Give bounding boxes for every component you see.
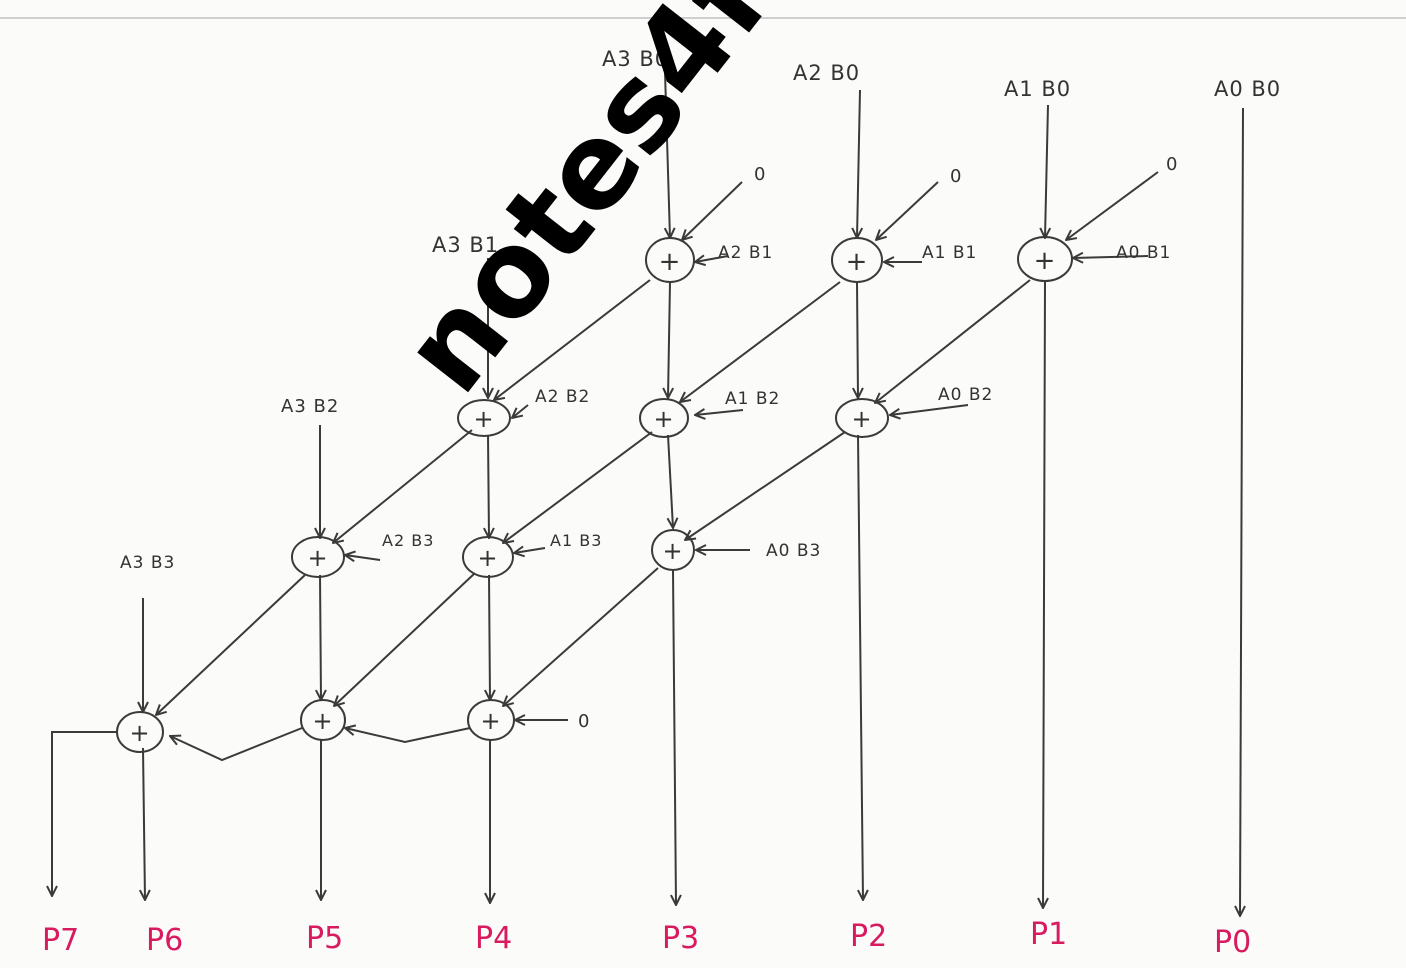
- label-a3b1: A3 B1: [432, 233, 499, 257]
- wire-c0-r3r4: [489, 574, 490, 700]
- label-a3b2: A3 B2: [281, 396, 339, 417]
- svg-text:+: +: [477, 544, 498, 572]
- wire-c5-r3r4: [320, 574, 321, 700]
- wire-a2b0: [857, 89, 860, 238]
- wire-p1: [1043, 281, 1045, 908]
- wire-c1-r1r2: [668, 281, 670, 398]
- wire-a0b2: [890, 404, 969, 415]
- label-a1b3: A1 B3: [550, 531, 602, 550]
- label-a0b2: A0 B2: [938, 385, 993, 405]
- carry-r1c3: [875, 279, 1031, 403]
- wire-a1b0: [1045, 104, 1048, 238]
- label-a1b2: A1 B2: [725, 389, 780, 409]
- wire-a1b2: [695, 410, 744, 415]
- wire-p0: [1240, 107, 1243, 916]
- output-p4: P4: [475, 921, 512, 956]
- adder-r2-c3: +: [835, 398, 889, 438]
- adder-r3-c2: +: [462, 536, 514, 578]
- wire-a3b0: [665, 71, 670, 238]
- adder-r2-c2: +: [639, 398, 689, 438]
- adder-r3-c1: +: [291, 536, 345, 578]
- carry-r2c2: [503, 431, 653, 543]
- output-p1: P1: [1030, 917, 1067, 952]
- carry-r1c1: [494, 279, 651, 400]
- svg-text:+: +: [312, 707, 333, 735]
- wire-a2b1: [695, 256, 729, 262]
- wire-c2-r1r2: [857, 281, 858, 398]
- svg-text:+: +: [846, 247, 869, 277]
- watermark: notes4free...: [375, 0, 1012, 417]
- carry-r4c3: [345, 728, 471, 744]
- svg-text:+: +: [653, 405, 674, 433]
- svg-text:+: +: [662, 537, 683, 565]
- svg-text:+: +: [129, 719, 150, 747]
- carry-r3c1: [156, 574, 306, 715]
- adder-r2-c1: +: [457, 399, 511, 437]
- carry-r4c2: [170, 727, 303, 762]
- label-a2b3: A2 B3: [382, 531, 434, 550]
- carry-r2c3: [685, 431, 846, 540]
- label-a0b1: A0 B1: [1116, 243, 1171, 263]
- label-a0b0: A0 B0: [1214, 77, 1281, 101]
- label-a2b1: A2 B1: [718, 243, 773, 263]
- label-a1b1: A1 B1: [922, 243, 977, 263]
- output-p2: P2: [850, 919, 887, 954]
- wire-a2b2: [512, 404, 529, 418]
- wire-a1b3: [514, 548, 546, 553]
- wire-c1-r2r3: [668, 434, 673, 528]
- adder-r4-c1: +: [116, 711, 164, 753]
- svg-text:+: +: [1034, 246, 1057, 276]
- adder-r4-c2: +: [300, 699, 346, 741]
- wire-p2: [857, 434, 863, 900]
- label-a2b2: A2 B2: [535, 387, 590, 407]
- wire-p7: [52, 731, 118, 896]
- svg-text:+: +: [851, 405, 872, 433]
- adder-r1-c1: +: [645, 237, 695, 283]
- label-zero-4: 0: [578, 711, 589, 732]
- carry-r3c3: [503, 567, 659, 706]
- label-a1b0: A1 B0: [1004, 77, 1071, 101]
- label-zero-1: 0: [754, 164, 765, 185]
- wire-zero-2: [876, 181, 939, 240]
- wire-p3: [673, 569, 676, 905]
- svg-text:+: +: [307, 544, 328, 572]
- wire-zero-1: [682, 181, 743, 240]
- output-p3: P3: [662, 921, 699, 956]
- carry-r3c2: [334, 572, 476, 706]
- label-a0b3: A0 B3: [766, 541, 821, 561]
- adder-r1-c3: +: [1017, 236, 1073, 282]
- wire-a2b3: [345, 555, 381, 560]
- adder-r4-c3: +: [467, 699, 515, 741]
- carry-r2c1: [333, 429, 473, 543]
- output-p5: P5: [306, 921, 343, 956]
- output-p0: P0: [1214, 925, 1251, 960]
- svg-text:+: +: [473, 405, 494, 433]
- wire-c0-r2r3: [488, 434, 489, 538]
- wire-a0b1: [1073, 256, 1149, 258]
- label-a3b0: A3 B0: [602, 47, 669, 71]
- carry-r1c2: [680, 281, 841, 402]
- label-zero-2: 0: [950, 166, 961, 187]
- label-zero-3: 0: [1166, 154, 1177, 175]
- adder-r3-c3: +: [651, 529, 695, 571]
- svg-text:+: +: [659, 247, 682, 277]
- label-a2b0: A2 B0: [793, 61, 860, 85]
- svg-text:+: +: [480, 707, 501, 735]
- output-p6: P6: [146, 923, 183, 958]
- adder-r1-c2: +: [831, 237, 883, 283]
- label-a3b3: A3 B3: [120, 553, 175, 573]
- wire-p6: [143, 747, 145, 900]
- output-p7: P7: [42, 923, 79, 958]
- wire-zero-3: [1066, 171, 1159, 240]
